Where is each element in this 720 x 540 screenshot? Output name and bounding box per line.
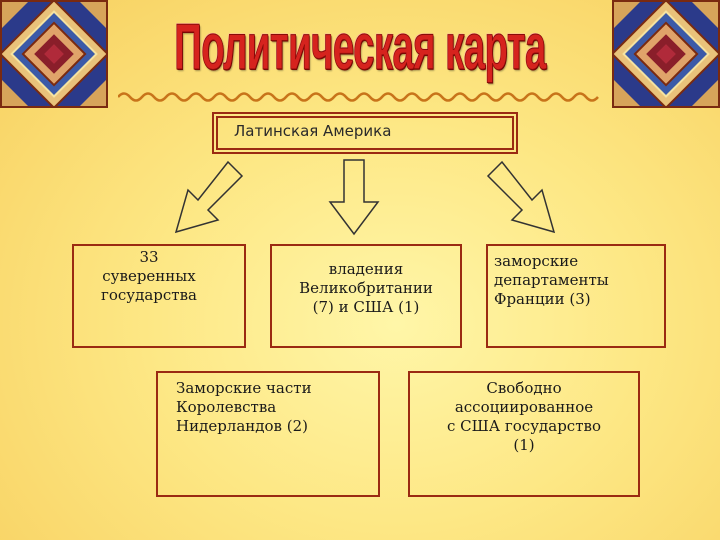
box-associated-line2: ассоциированное <box>454 398 594 416</box>
box-associated-line4: (1) <box>513 436 535 454</box>
box-possessions: владения Великобритании (7) и США (1) <box>270 244 462 348</box>
box-netherlands-line2: Королевства <box>176 398 277 416</box>
box-departments-line3: Франции (3) <box>494 290 591 308</box>
box-possessions-line2: Великобритании <box>299 279 433 297</box>
box-overseas-departments: заморские департаменты Франции (3) <box>486 244 666 348</box>
box-departments-line2: департаменты <box>494 271 609 289</box>
box-possessions-line1: владения <box>328 260 404 278</box>
box-associated-line1: Свободно <box>486 379 562 397</box>
box-associated-line3: с США государство <box>447 417 601 435</box>
arrow-down-icon <box>328 159 380 236</box>
box-netherlands-line1: Заморские части <box>176 379 312 397</box>
header-box: Латинская Америка <box>212 112 518 154</box>
arrow-right-icon <box>486 160 556 234</box>
box-associated-state: Свободно ассоциированное с США государст… <box>408 371 640 497</box>
page-title: Политическая карта <box>174 10 547 84</box>
wavy-divider <box>118 92 599 102</box>
box-netherlands-line3: Нидерландов (2) <box>176 417 308 435</box>
arrow-left-icon <box>174 160 244 234</box>
box-sovereign-states: 33 суверенных государства <box>72 244 246 348</box>
box-sovereign-line3: государства <box>101 286 197 304</box>
box-netherlands-parts: Заморские части Королевства Нидерландов … <box>156 371 380 497</box>
box-sovereign-line1: 33 <box>139 248 159 266</box>
header-label: Латинская Америка <box>234 122 392 140</box>
quilt-ornament-left <box>0 0 108 108</box>
box-possessions-line3: (7) и США (1) <box>312 298 420 316</box>
box-sovereign-line2: суверенных <box>102 267 196 285</box>
box-departments-line1: заморские <box>494 252 579 270</box>
quilt-ornament-right <box>612 0 720 108</box>
